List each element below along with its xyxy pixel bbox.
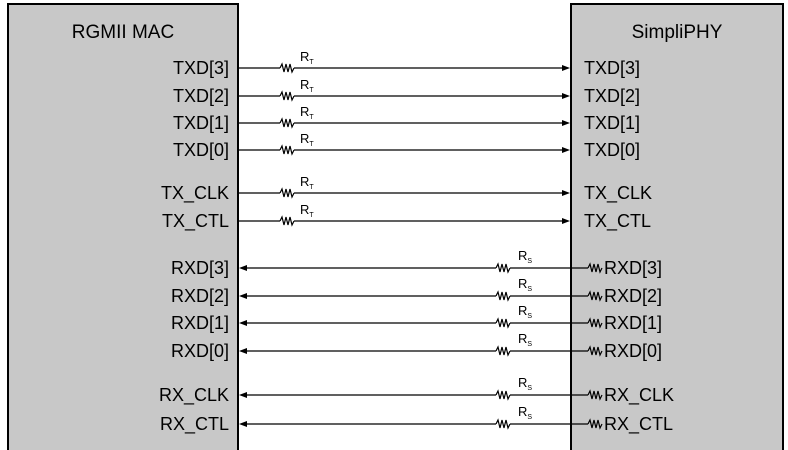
tx-1-resistor-label: RT <box>300 77 314 94</box>
tx-0-mac-pin-label: TXD[3] <box>173 58 229 78</box>
rx-2-resistor <box>495 317 511 329</box>
rx-2-phy-pin-label: RXD[1] <box>604 313 662 333</box>
rx-0-mac-pin-label: RXD[3] <box>171 258 229 278</box>
rx-3-arrowhead <box>239 348 247 354</box>
rx-1-resistor <box>495 290 511 302</box>
tx-2-resistor-subscript: T <box>309 114 314 121</box>
tx-2-resistor <box>279 117 295 129</box>
rx-4-mac-pin-label: RX_CLK <box>159 385 229 406</box>
tx-4-arrowhead <box>562 190 570 196</box>
rx-2-phy-resistor <box>587 317 603 329</box>
rx-0-resistor <box>495 262 511 274</box>
tx-0-phy-pin-label: TXD[3] <box>584 58 640 78</box>
rx-4-phy-pin-label: RX_CLK <box>604 385 674 406</box>
tx-3-phy-pin-label: TXD[0] <box>584 140 640 160</box>
rx-0-phy-resistor <box>587 262 603 274</box>
rx-0-resistor-label: RS <box>518 248 532 265</box>
rx-3-resistor-subscript: S <box>527 341 532 348</box>
rx-3-phy-resistor <box>587 345 603 357</box>
tx-2-phy-pin-label: TXD[1] <box>584 113 640 133</box>
rx-2-mac-pin-label: RXD[1] <box>171 313 229 333</box>
tx-4-phy-pin-label: TX_CLK <box>584 183 652 204</box>
tx-1-resistor <box>279 90 295 102</box>
rx-1-phy-resistor <box>587 290 603 302</box>
rx-5-arrowhead <box>239 421 247 427</box>
tx-4-resistor-subscript: T <box>309 184 314 191</box>
rx-1-phy-pin-label: RXD[2] <box>604 286 662 306</box>
tx-4-resistor-label: RT <box>300 174 314 191</box>
tx-3-resistor-label: RT <box>300 131 314 148</box>
tx-3-resistor-subscript: T <box>309 141 314 148</box>
tx-5-arrowhead <box>562 218 570 224</box>
tx-3-arrowhead <box>562 147 570 153</box>
rx-1-resistor-label: RS <box>518 276 532 293</box>
rx-2-resistor-label: RS <box>518 303 532 320</box>
tx-5-resistor-subscript: T <box>309 212 314 219</box>
mac-block-title: RGMII MAC <box>72 22 174 43</box>
rx-0-phy-pin-label: RXD[3] <box>604 258 662 278</box>
tx-3-resistor <box>279 144 295 156</box>
tx-0-arrowhead <box>562 65 570 71</box>
rx-0-arrowhead <box>239 265 247 271</box>
rx-5-phy-pin-label: RX_CTL <box>604 414 673 435</box>
tx-2-arrowhead <box>562 120 570 126</box>
tx-2-resistor-label: RT <box>300 104 314 121</box>
rx-1-mac-pin-label: RXD[2] <box>171 286 229 306</box>
rx-5-resistor-subscript: S <box>527 414 532 421</box>
tx-5-resistor <box>279 215 295 227</box>
rx-1-arrowhead <box>239 293 247 299</box>
tx-4-resistor <box>279 187 295 199</box>
rx-5-resistor-label: RS <box>518 404 532 421</box>
tx-4-mac-pin-label: TX_CLK <box>161 183 229 204</box>
tx-5-resistor-label: RT <box>300 202 314 219</box>
rx-4-resistor-subscript: S <box>527 385 532 392</box>
phy-block-title: SimpliPHY <box>632 22 723 43</box>
rx-2-arrowhead <box>239 320 247 326</box>
rx-5-mac-pin-label: RX_CTL <box>160 414 229 435</box>
rx-0-resistor-subscript: S <box>527 258 532 265</box>
tx-0-resistor-label: RT <box>300 49 314 66</box>
rx-3-resistor-label: RS <box>518 331 532 348</box>
rx-3-mac-pin-label: RXD[0] <box>171 341 229 361</box>
tx-5-mac-pin-label: TX_CTL <box>162 211 229 232</box>
tx-3-mac-pin-label: TXD[0] <box>173 140 229 160</box>
rx-5-phy-resistor <box>587 418 603 430</box>
tx-0-resistor <box>279 62 295 74</box>
rx-4-arrowhead <box>239 392 247 398</box>
tx-1-phy-pin-label: TXD[2] <box>584 86 640 106</box>
rx-4-resistor-label: RS <box>518 375 532 392</box>
mac-block <box>7 3 239 450</box>
tx-5-phy-pin-label: TX_CTL <box>584 211 651 232</box>
rx-4-phy-resistor <box>587 389 603 401</box>
rx-3-resistor <box>495 345 511 357</box>
tx-1-arrowhead <box>562 93 570 99</box>
tx-1-resistor-subscript: T <box>309 87 314 94</box>
rx-3-phy-pin-label: RXD[0] <box>604 341 662 361</box>
rx-1-resistor-subscript: S <box>527 286 532 293</box>
rx-4-resistor <box>495 389 511 401</box>
tx-1-mac-pin-label: TXD[2] <box>173 86 229 106</box>
rx-2-resistor-subscript: S <box>527 313 532 320</box>
phy-block <box>570 3 784 450</box>
tx-2-mac-pin-label: TXD[1] <box>173 113 229 133</box>
rx-5-resistor <box>495 418 511 430</box>
tx-0-resistor-subscript: T <box>309 59 314 66</box>
